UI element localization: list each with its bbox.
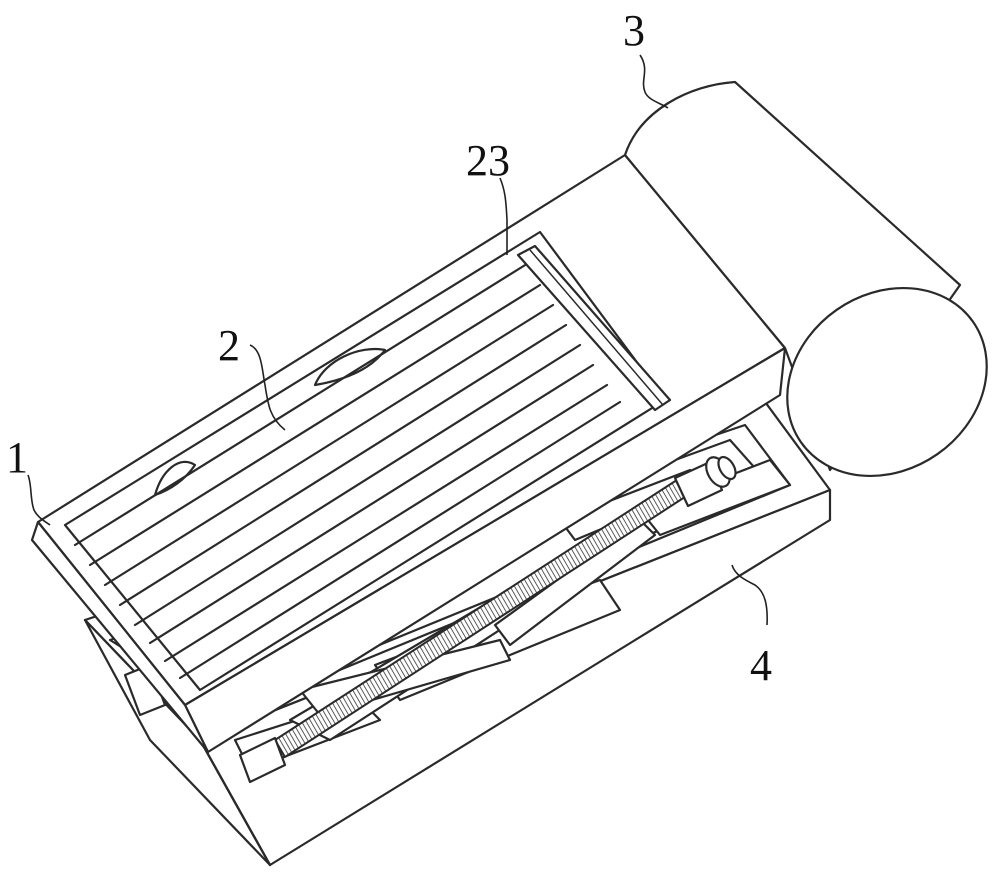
scissor-mechanism (123, 455, 737, 784)
panel-tab-upper (313, 347, 387, 387)
label-1: 1 (6, 433, 28, 482)
roller-end (786, 286, 988, 478)
label-3: 3 (623, 6, 645, 55)
leader-lines (27, 54, 768, 626)
panel-tab-lower (153, 460, 197, 497)
part-labels: 3 23 2 1 4 (6, 6, 772, 690)
roller-cylinder (623, 80, 988, 478)
slatted-panel (73, 244, 672, 680)
end-block-lower (238, 736, 287, 784)
label-2: 2 (218, 321, 240, 370)
label-4: 4 (750, 641, 772, 690)
label-23: 23 (466, 136, 510, 185)
